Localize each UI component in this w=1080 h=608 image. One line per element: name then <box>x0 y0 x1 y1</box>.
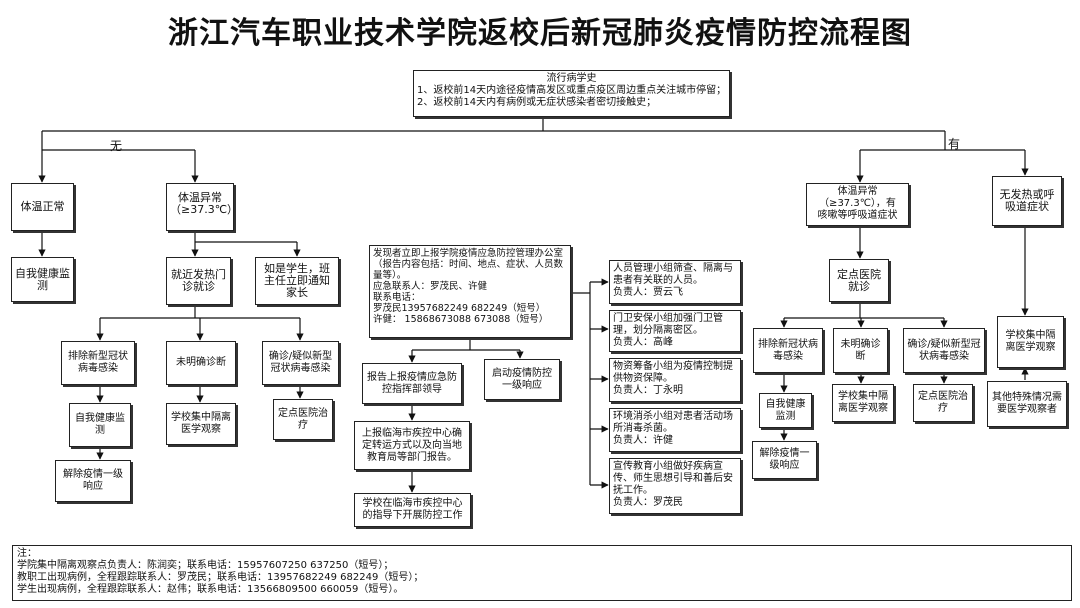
group-task: 环境消杀小组对患者活动场所消毒杀菌。 <box>613 411 733 434</box>
normal-temperature-box: 体温正常 <box>11 183 74 231</box>
notes-line: 教职工出现病例，全程跟踪联系人：罗茂民；联系电话：13957682249 682… <box>17 572 424 583</box>
history-heading: 流行病学史 <box>546 73 597 84</box>
branch-label-yes: 有 <box>948 137 961 151</box>
hospital-treatment-box-left: 定点医院治疗 <box>273 399 333 440</box>
security-group-box: 门卫安保小组加强门卫管理，划分隔离密区。 负责人：高峰 <box>609 310 741 352</box>
abnormal-temp-line-1: 体温异常 <box>837 186 878 197</box>
unconfirmed-diagnosis-box-right: 未明确诊断 <box>833 328 888 373</box>
city-cdc-report-box: 上报临海市疾控中心确定转运方式以及向当地教育局等部门报告。 <box>354 421 470 470</box>
history-line-2: 2、返校前14天内有病例或无症状感染者密切接触史； <box>417 97 657 108</box>
notes-line: 学院集中隔离观察点负责人：陈润奕；联系电话：15957607250 637250… <box>17 560 394 571</box>
student-notify-parents-box: 如是学生，班主任立即通知家长 <box>255 257 339 305</box>
self-monitor-box-1: 自我健康监测 <box>11 257 74 302</box>
confirmed-suspected-box-left: 确诊/疑似新型冠状病毒感染 <box>262 341 339 385</box>
release-response-box-left: 解除疫情一级响应 <box>55 460 131 502</box>
page-title: 浙江汽车职业技术学院返校后新冠肺炎疫情防控流程图 <box>168 16 912 51</box>
report-to-leadership-box: 报告上报疫情应急防控指挥部领导 <box>362 363 462 404</box>
notes-line: 学生出现病例，全程跟踪联系人：赵伟；联系电话：13566809500 66005… <box>17 584 404 595</box>
designated-hospital-visit-box: 定点医院就诊 <box>829 259 889 302</box>
report-line-3: 联系电话： <box>373 292 421 303</box>
disinfection-group-box: 环境消杀小组对患者活动场所消毒杀菌。 负责人：许健 <box>609 408 741 452</box>
report-line-4: 罗茂民13957682249 682249（短号） <box>373 303 546 314</box>
abnormal-temp-line-2: （≥37.3℃），有 <box>819 198 896 209</box>
school-quarantine-box-right-2: 学校集中隔离医学观察 <box>997 316 1064 368</box>
group-leader: 负责人：高峰 <box>613 337 673 348</box>
group-task: 人员管理小组筛查、隔离与患者有关联的人员。 <box>613 263 733 286</box>
personnel-management-group-box: 人员管理小组筛查、隔离与患者有关联的人员。 负责人：贾云飞 <box>609 260 741 304</box>
group-task: 宣传教育小组做好疾病宣传、师生思想引导和善后安抚工作。 <box>613 461 733 496</box>
hospital-treatment-box-right: 定点医院治疗 <box>913 384 973 422</box>
exclude-infection-box-left: 排除新型冠状病毒感染 <box>61 341 135 385</box>
confirmed-suspected-box-right: 确诊/疑似新型冠状病毒感染 <box>903 328 985 373</box>
abnormal-temp-line-1: 体温异常 <box>178 191 222 204</box>
group-leader: 负责人：许健 <box>613 435 673 446</box>
abnormal-temp-line-3: 咳嗽等呼吸道症状 <box>817 210 898 221</box>
start-first-level-response-box: 启动疫情防控一级响应 <box>484 359 560 400</box>
no-fever-symptoms-box: 无发热或呼吸道症状 <box>992 176 1062 226</box>
publicity-group-box: 宣传教育小组做好疾病宣传、师生思想引导和善后安抚工作。 负责人：罗茂民 <box>609 458 741 514</box>
abnormal-temperature-box-left: 体温异常 （≥37.3℃） <box>166 183 239 231</box>
school-quarantine-box-right: 学校集中隔离医学观察 <box>832 384 894 422</box>
city-cdc-guidance-box: 学校在临海市疾控中心的指导下开展防控工作 <box>354 493 471 527</box>
fever-clinic-box: 就近发热门诊就诊 <box>166 257 231 305</box>
branch-label-no: 无 <box>110 139 123 153</box>
epidemiological-history-box: 流行病学史 1、返校前14天内途径疫情高发区或重点疫区周边重点关注城市停留； 2… <box>413 70 730 117</box>
group-task: 门卫安保小组加强门卫管理，划分隔离密区。 <box>613 313 723 336</box>
group-task: 物资筹备小组为疫情控制提供物资保障。 <box>613 361 733 384</box>
release-response-box-right: 解除疫情一级响应 <box>752 441 817 479</box>
notes-heading: 注： <box>17 548 37 559</box>
group-leader: 负责人：丁永明 <box>613 385 683 396</box>
self-monitor-box-right: 自我健康监测 <box>759 393 812 428</box>
notes-box: 注： 学院集中隔离观察点负责人：陈润奕；联系电话：15957607250 637… <box>12 545 1072 601</box>
report-line-1: 发现者立即上报学院疫情应急防控管理办公室（报告内容包括：时间、地点、症状、人员数… <box>373 248 564 281</box>
abnormal-temperature-box-right: 体温异常 （≥37.3℃），有 咳嗽等呼吸道症状 <box>806 183 909 226</box>
school-quarantine-box-left: 学校集中隔离医学观察 <box>166 403 236 445</box>
report-line-2: 应急联系人：罗茂民、许健 <box>373 281 488 292</box>
group-leader: 负责人：贾云飞 <box>613 287 683 298</box>
unconfirmed-diagnosis-box-left: 未明确诊断 <box>166 341 236 385</box>
exclude-infection-box-right: 排除新冠状病毒感染 <box>753 328 823 373</box>
special-cases-box: 其他特殊情况需要医学观察者 <box>987 381 1067 427</box>
abnormal-temp-line-2: （≥37.3℃） <box>170 203 239 216</box>
report-line-5: 许健： 15868673088 673088（短号） <box>373 314 549 325</box>
group-leader: 负责人：罗茂民 <box>613 497 683 508</box>
history-line-1: 1、返校前14天内途径疫情高发区或重点疫区周边重点关注城市停留； <box>417 85 727 96</box>
incident-report-box: 发现者立即上报学院疫情应急防控管理办公室（报告内容包括：时间、地点、症状、人员数… <box>369 245 571 338</box>
self-monitor-box-2: 自我健康监测 <box>69 403 131 447</box>
supplies-group-box: 物资筹备小组为疫情控制提供物资保障。 负责人：丁永明 <box>609 358 741 402</box>
